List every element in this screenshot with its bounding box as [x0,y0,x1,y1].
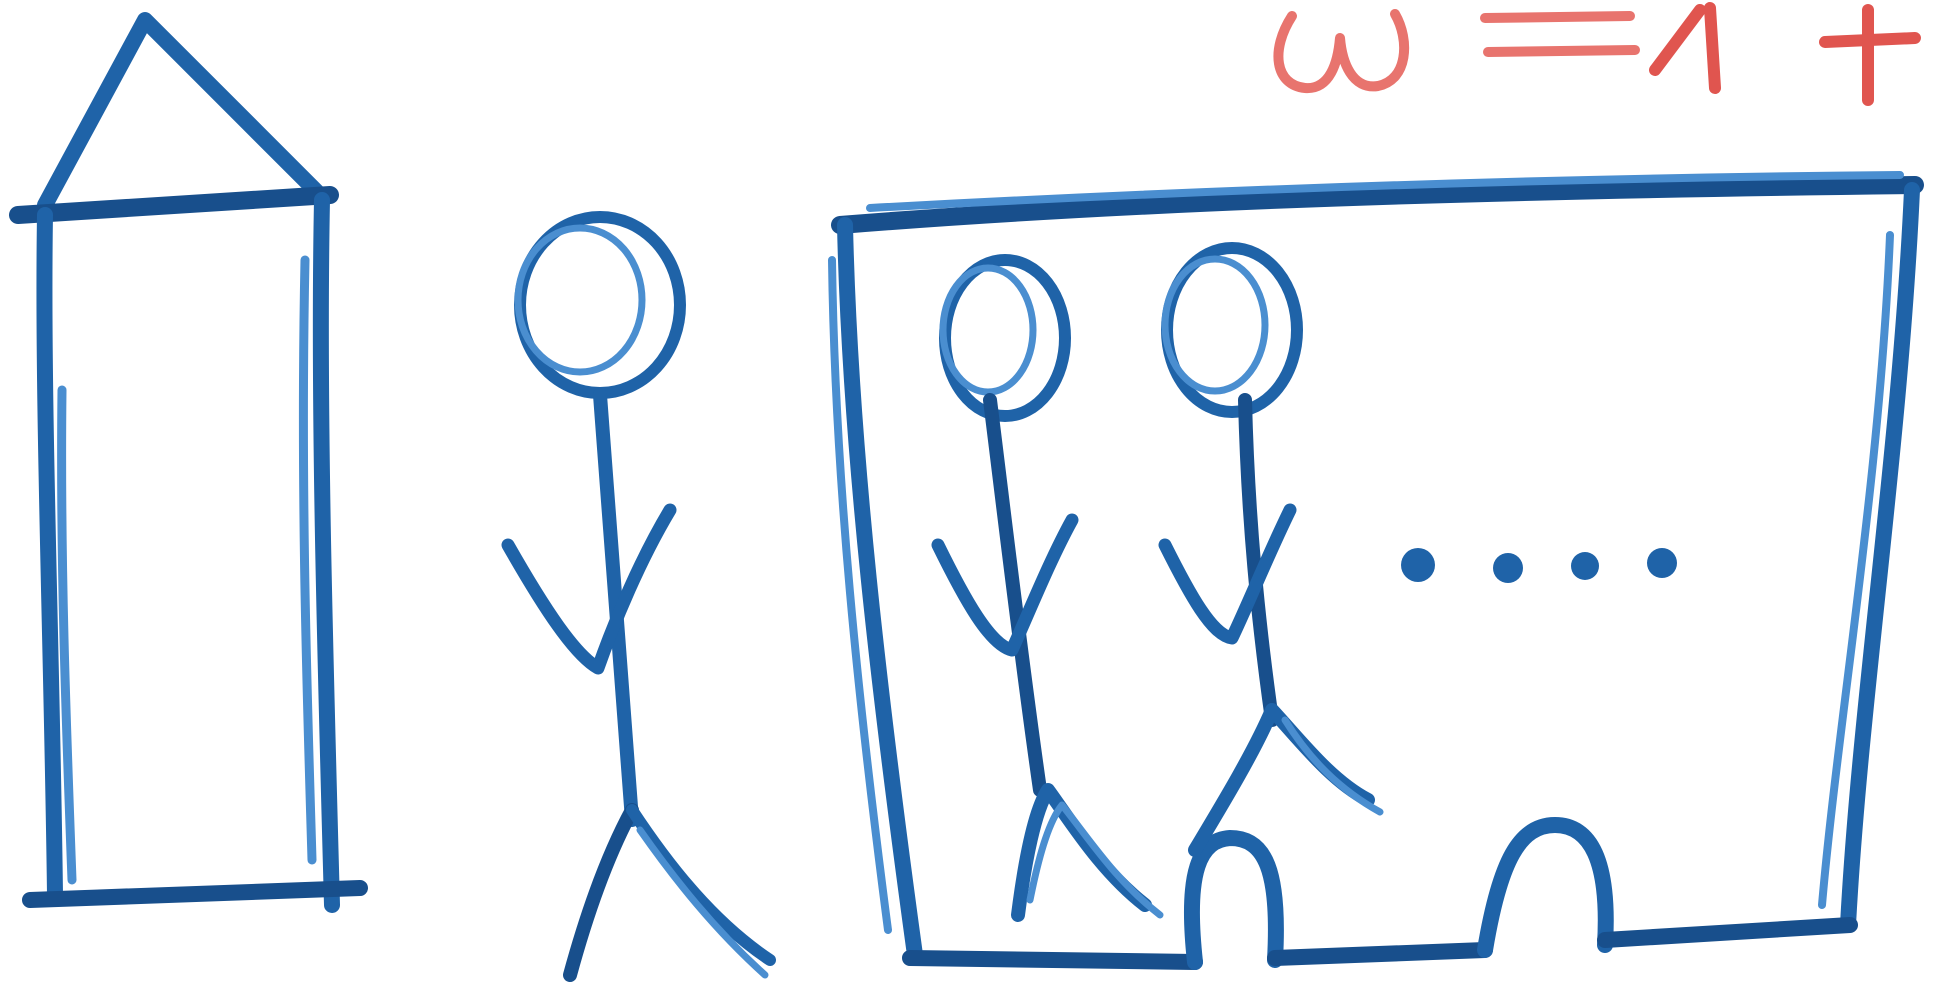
person-inside-1-head-echo [943,268,1033,392]
person-inside-2-arms [1165,510,1290,638]
standing-person-arms [508,510,670,668]
ellipsis-dot-3 [1571,552,1599,580]
ellipsis-dot-4 [1647,548,1677,578]
psi-stroke-1 [1655,10,1700,70]
psi-stroke-2 [1710,8,1715,88]
person-inside-2-legs [1195,710,1368,850]
tower-left-wall [44,215,55,895]
ellipsis-dot-1 [1401,548,1435,582]
enclosure-bottom-middle [1275,950,1485,958]
enclosure-arch-right [1485,825,1606,950]
ellipsis-dot-2 [1493,553,1523,583]
ellipsis-dots [1401,548,1677,583]
enclosure-arch-left [1192,838,1276,962]
enclosure-right-wall [1848,190,1912,925]
person-inside-2-head-echo [1165,259,1265,391]
enclosure-bottom-left [910,958,1195,962]
tower-left-wall-echo [62,390,72,880]
equals-top [1485,16,1630,18]
standing-person-figure [508,217,770,975]
standing-person-head-echo [518,228,642,372]
standing-person-leg-right [632,810,770,960]
enclosure-left-wall-echo [832,260,888,930]
annotation-formula [1278,8,1915,100]
tower-roof-base [18,195,330,215]
tower-right-wall-echo [303,260,312,860]
omega-glyph [1278,14,1404,88]
plus-horizontal [1825,38,1915,42]
tower-roof [45,20,320,205]
tower-right-wall [321,200,332,905]
person-inside-1-figure [938,260,1160,915]
person-inside-1-legs [1018,790,1145,915]
standing-person-leg-left [570,810,632,975]
equals-bottom [1488,50,1635,52]
person-inside-2-figure [1165,248,1380,850]
enclosure-figure [832,175,1915,962]
enclosure-bottom-right [1605,925,1850,940]
tower-figure [18,20,360,905]
person-inside-1-head [945,260,1065,416]
tower-base [30,888,360,900]
